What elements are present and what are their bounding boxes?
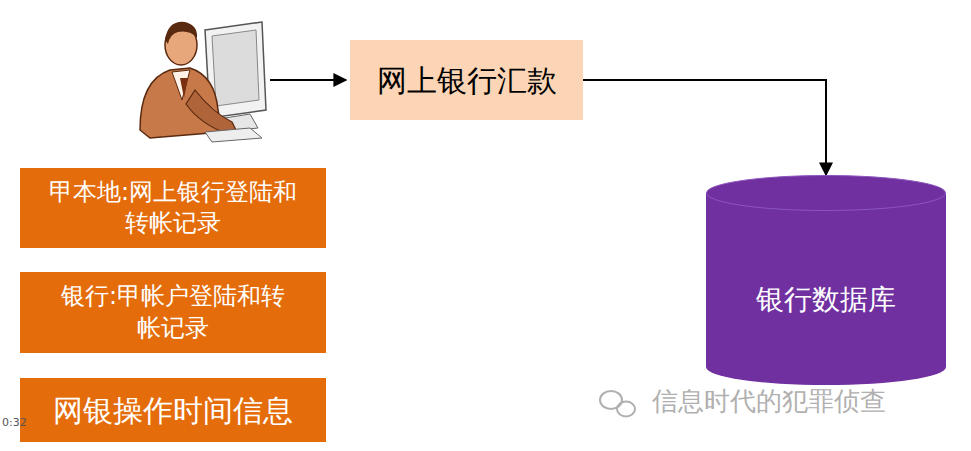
node-text: 网银操作时间信息 xyxy=(53,391,293,430)
database-cylinder: 银行数据库 xyxy=(706,175,946,385)
watermark: 信息时代的犯罪侦查 xyxy=(652,384,886,419)
info-box: 网银操作时间信息 xyxy=(20,378,326,442)
process-box: 网上银行汇款 xyxy=(350,40,583,120)
node-text: 银行:甲帐户登陆和转帐记录 xyxy=(60,281,286,343)
wechat-icon xyxy=(600,391,635,417)
timestamp: 0:32 xyxy=(2,416,27,429)
info-box: 甲本地:网上银行登陆和转帐记录 xyxy=(20,168,326,248)
person-at-computer xyxy=(140,22,266,142)
cylinder-outline xyxy=(706,175,946,385)
node-text: 甲本地:网上银行登陆和转帐记录 xyxy=(48,177,298,239)
node-text: 银行数据库 xyxy=(756,282,896,318)
flow-arrow xyxy=(270,79,346,81)
node-text: 网上银行汇款 xyxy=(377,61,557,100)
info-box: 银行:甲帐户登陆和转帐记录 xyxy=(20,272,326,353)
flow-connector xyxy=(583,80,826,175)
